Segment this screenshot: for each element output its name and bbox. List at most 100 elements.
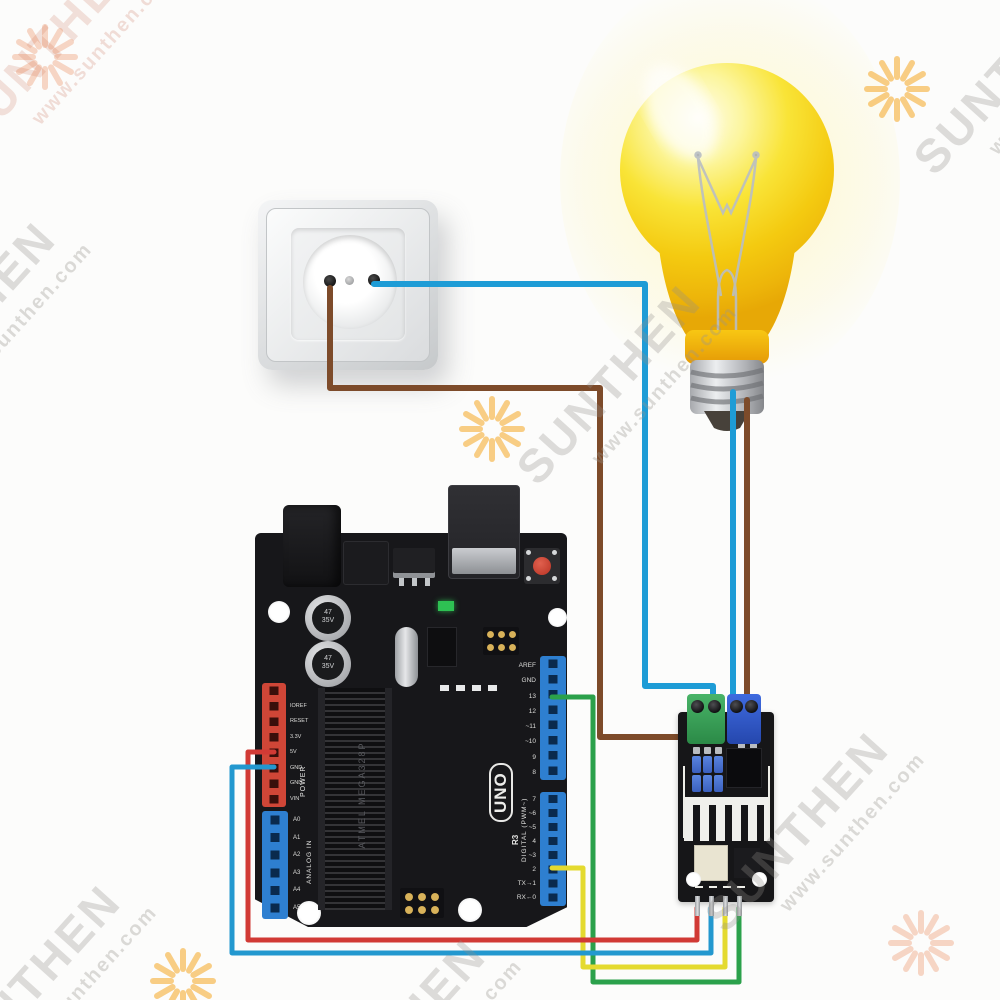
smd-led [472, 685, 481, 691]
smd-led [488, 685, 497, 691]
pin-label: VIN [290, 795, 300, 802]
icsp-pad [498, 644, 505, 651]
reset-pin-dot [552, 576, 557, 581]
module-heatsink-silkscreen [684, 797, 770, 841]
wire-ground-blue [229, 764, 714, 956]
pin-label: ~3 [528, 852, 536, 860]
pin-label: A4 [293, 887, 301, 894]
cap-marking: 35V [321, 617, 335, 624]
icsp-pad [487, 631, 494, 638]
smd-led [456, 685, 465, 691]
icsp-pad [487, 644, 494, 651]
mounting-hole [458, 898, 482, 922]
pin-label: 8 [532, 768, 536, 776]
module-header-pin [737, 896, 742, 916]
module-pin-silkscreen [723, 886, 731, 888]
electrolytic-capacitor: 47 35V [305, 641, 351, 687]
wire-socket-neutral-blue [371, 281, 716, 717]
mounting-hole [268, 601, 290, 623]
module-capacitor [714, 756, 723, 773]
pin-label: GND [290, 780, 303, 787]
glass-highlight [643, 64, 717, 160]
module-pin-silkscreen [737, 886, 745, 888]
pin-label: ~11 [525, 723, 536, 730]
module-solder-pad [750, 742, 757, 749]
icsp-pad [405, 893, 413, 901]
pin-label: IOREF [290, 703, 307, 709]
reset-button [533, 557, 551, 575]
pin-label: 5V [290, 749, 297, 756]
module-solder-pad [693, 747, 700, 754]
power-header [262, 683, 286, 807]
pin-label: GND [521, 677, 536, 685]
terminal-screw [691, 700, 704, 713]
module-solder-pad [715, 747, 722, 754]
pin-label: A5 [293, 904, 301, 911]
atmega328p-chip: ATMEL MEGA328P [318, 688, 392, 910]
pin-label: A1 [293, 834, 301, 841]
icsp-pad [509, 631, 516, 638]
arduino-uno-board [255, 533, 567, 927]
terminal-screw [730, 700, 743, 713]
usb-metal-shield [452, 548, 516, 574]
module-silkscreen-line [768, 766, 770, 838]
pin-label: A0 [293, 817, 301, 823]
terminal-screw [745, 700, 758, 713]
reset-pin-dot [526, 550, 531, 555]
pin-label: GND [290, 764, 303, 771]
module-pin-silkscreen [695, 886, 703, 888]
digital-header-bottom [540, 792, 566, 906]
pin-label: ~5 [528, 824, 536, 832]
pin-label: TX→1 [517, 880, 536, 888]
terminal-screw [708, 700, 721, 713]
usb-serial-chip [427, 627, 457, 667]
pin-label: 3.3V [290, 733, 302, 740]
bulb-filament [694, 151, 760, 336]
digital-header-top [540, 656, 566, 780]
icsp-pad [418, 893, 426, 901]
icsp-pad [509, 644, 516, 651]
pin-label: A2 [293, 852, 301, 859]
mounting-hole [297, 901, 321, 925]
reset-pin-dot [552, 550, 557, 555]
module-mounting-hole [686, 872, 701, 887]
module-header-pin [723, 896, 728, 916]
pin-label: 9 [532, 753, 536, 761]
socket-left-hole [324, 275, 336, 287]
socket-center-screw [345, 276, 354, 285]
wire-signal-yellow-d2 [549, 865, 728, 970]
pin-label: A3 [293, 869, 301, 876]
dc-barrel-jack [283, 505, 341, 587]
reset-pin-dot [526, 576, 531, 581]
cap-marking: 47 [324, 609, 332, 616]
module-capacitor [692, 775, 701, 792]
module-solder-pad [704, 747, 711, 754]
light-bulb [620, 63, 834, 431]
module-solder-pad [738, 742, 745, 749]
module-header-pin [709, 896, 714, 916]
icsp-pad [418, 906, 426, 914]
module-silkscreen-line [683, 766, 685, 838]
cap-marking: 47 [324, 655, 332, 662]
pin-label: 4 [532, 838, 536, 846]
electrolytic-capacitor: 47 35V [305, 595, 351, 641]
module-capacitor [703, 775, 712, 792]
module-pin-silkscreen [709, 886, 717, 888]
pin-label: 13 [528, 692, 536, 700]
bulb-glass [620, 63, 834, 338]
icsp-pad [431, 893, 439, 901]
wire-socket-live-brown [327, 285, 702, 740]
pin-label: RX←0 [516, 894, 536, 902]
icsp-pad [405, 906, 413, 914]
bulb-tip [704, 411, 750, 431]
pin-label: AREF [518, 662, 536, 669]
module-header-pin [695, 896, 700, 916]
module-capacitor [714, 775, 723, 792]
wire-power-red-5v [245, 749, 700, 943]
crystal-oscillator [395, 627, 418, 687]
cap-marking: 35V [321, 663, 335, 670]
